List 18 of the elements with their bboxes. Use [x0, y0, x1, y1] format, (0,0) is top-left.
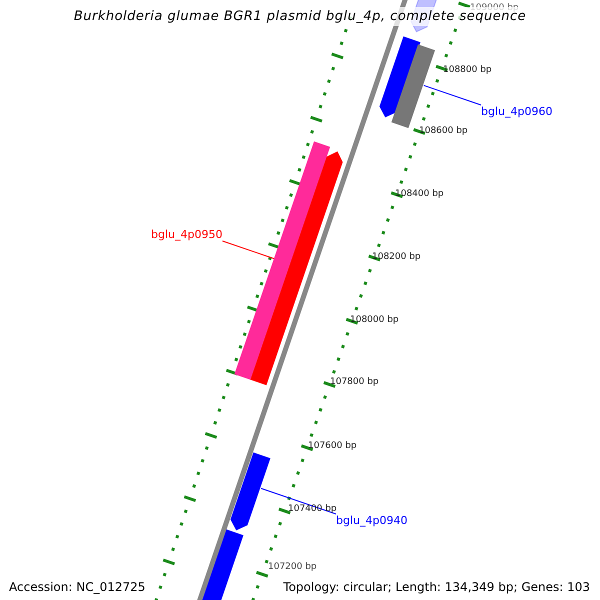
position-label: 108200 bp	[372, 252, 421, 263]
leader-line	[423, 84, 482, 106]
leader-line	[222, 240, 275, 260]
position-label: 108000 bp	[350, 315, 399, 326]
gene-label: bglu_4p0950	[151, 228, 222, 241]
position-label: 107400 bp	[288, 504, 337, 515]
gene-label: bglu_4p0940	[336, 514, 408, 527]
accession-note: Accession: NC_012725	[7, 580, 148, 594]
gene-label: bglu_4p0960	[481, 105, 552, 118]
topology-note: Topology: circular; Length: 134,349 bp; Genes: 103	[281, 580, 592, 594]
position-label: 108400 bp	[395, 189, 444, 200]
position-label: 108600 bp	[419, 126, 468, 137]
position-label: 107600 bp	[308, 441, 357, 452]
leader-line	[260, 488, 336, 514]
position-label: 107200 bp	[268, 562, 317, 573]
position-label: 108800 bp	[443, 65, 492, 76]
position-label: 109000 bp	[470, 3, 519, 13]
position-label: 107800 bp	[330, 377, 379, 388]
